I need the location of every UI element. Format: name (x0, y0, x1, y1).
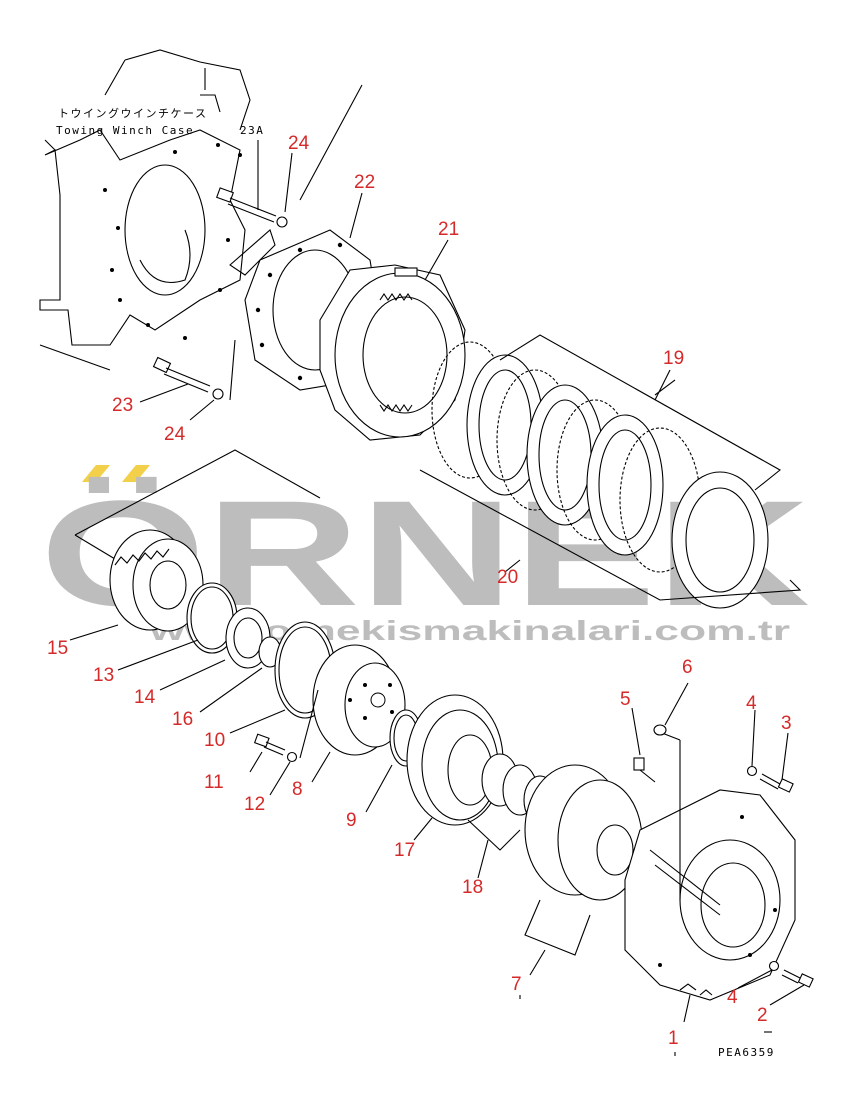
callout-18: 18 (462, 877, 483, 898)
case-label-en: Towing Winch Case (56, 124, 194, 137)
callout-16: 16 (172, 709, 193, 730)
part-15-gear-hub (74, 449, 321, 632)
callout-19: 19 (663, 348, 684, 369)
callout-21: 21 (438, 219, 459, 240)
callout-10: 10 (204, 730, 225, 751)
callout-7: 7 (511, 974, 522, 995)
callout-14: 14 (134, 687, 156, 708)
towing-winch-case (39, 49, 363, 371)
callout-5: 5 (620, 689, 631, 710)
callout-20: 20 (497, 567, 518, 588)
callouts: 24 22 21 19 23 24 20 15 13 14 16 10 11 1… (47, 133, 792, 1049)
callout-2: 2 (757, 1005, 768, 1026)
callout-4-lower: 4 (727, 987, 738, 1008)
callout-11: 11 (204, 772, 224, 793)
case-label-jp: トウイングウインチケース (58, 106, 207, 120)
part-21-drum (319, 264, 466, 441)
callout-8: 8 (292, 779, 303, 800)
part-19-20-disc-pack (419, 334, 802, 609)
callout-24-lower: 24 (164, 424, 186, 445)
drawing-code: PEA6359 (718, 1046, 775, 1059)
callout-13: 13 (93, 665, 114, 686)
callout-17: 17 (394, 840, 415, 861)
callout-6: 6 (682, 657, 693, 678)
part-1-housing (624, 724, 796, 1001)
bolt-2 (768, 960, 814, 988)
callout-9: 9 (346, 810, 357, 831)
callout-24-upper: 24 (288, 133, 310, 154)
leader-lines (69, 152, 805, 1056)
bolt-11 (253, 689, 319, 763)
bolt-23-upper (216, 187, 288, 228)
callout-22: 22 (354, 172, 375, 193)
callout-15: 15 (47, 638, 68, 659)
callout-4-upper: 4 (746, 693, 757, 714)
part-17-plate (406, 694, 504, 826)
callout-12: 12 (244, 794, 265, 815)
bolt-23-lower (152, 339, 236, 401)
callout-3: 3 (781, 713, 792, 734)
part-8-piston-hub (312, 644, 406, 756)
sub-assembly-ref: 23A (240, 124, 264, 137)
part-5-plug (633, 757, 656, 783)
callout-23: 23 (112, 395, 133, 416)
bolt-3 (746, 765, 794, 793)
callout-1: 1 (668, 1028, 679, 1049)
part-7-disc (524, 764, 643, 956)
